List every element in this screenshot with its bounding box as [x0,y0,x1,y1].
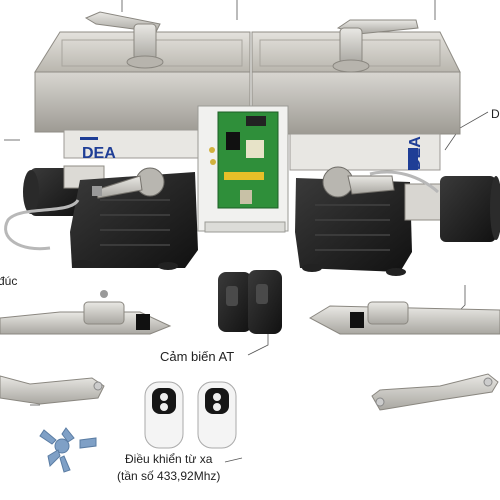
release-key-icon [39,427,97,473]
left-cable [4,199,80,251]
left-motor-unit [23,165,198,270]
caption-remote-control: Điều khiển từ xa (tần số 433,92Mhz) [117,451,220,485]
caption-right-edge: D [491,107,500,121]
right-release-lever [332,19,419,73]
photocell-sensor-pair [218,270,282,334]
left-brand-plate: DEA [82,145,116,162]
left-articulated-arm [0,290,172,335]
left-release-lever [84,11,164,69]
control-board [197,105,289,233]
right-motor-unit [295,166,500,276]
caption-remote-line1: Điều khiển từ xa [124,452,213,466]
caption-cast-arm: đúc [0,274,18,288]
right-bent-bracket [371,373,499,411]
left-bent-bracket [0,375,105,405]
remote-control-left [144,381,184,449]
right-cable [369,170,439,194]
remote-control-right [197,381,237,449]
caption-remote-line2: (tần số 433,92Mhz) [117,469,221,483]
right-brand-plate: DEA [407,136,424,170]
caption-photocell-sensor: Cảm biến AT [160,349,235,364]
right-articulated-arm [308,301,500,335]
left-steel-housing [34,31,251,159]
right-steel-housing [251,31,461,171]
leader-lines [4,0,489,463]
